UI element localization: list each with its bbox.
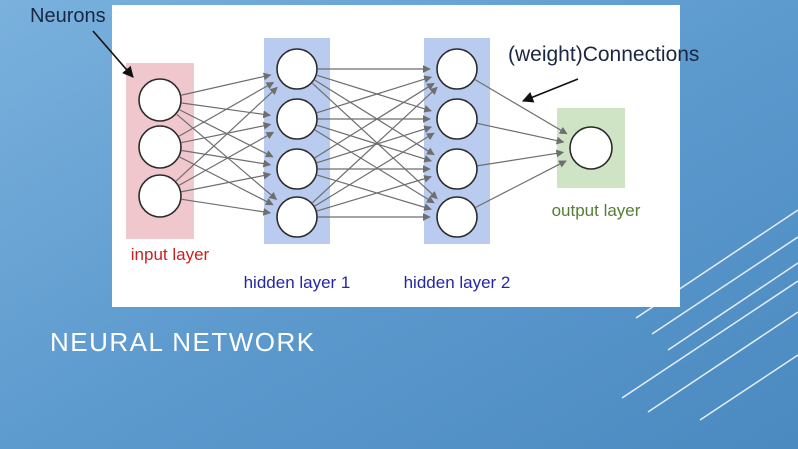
hidden-layer-1-label: hidden layer 1 bbox=[243, 273, 351, 292]
neuron-circles bbox=[138, 48, 613, 238]
slide-title: NEURAL NETWORK bbox=[50, 327, 316, 357]
connections-annotation: (weight)Connections bbox=[508, 43, 700, 66]
hidden-layer-2-label: hidden layer 2 bbox=[403, 273, 511, 292]
neurons-annotation: Neurons bbox=[30, 5, 106, 27]
connection-lines bbox=[175, 65, 568, 221]
output-layer-label: output layer bbox=[551, 201, 641, 220]
input-layer-label: input layer bbox=[130, 245, 210, 264]
neural-network-diagram bbox=[126, 38, 625, 244]
diagram-panel: input layer hidden layer 1 hidden layer … bbox=[112, 5, 680, 307]
